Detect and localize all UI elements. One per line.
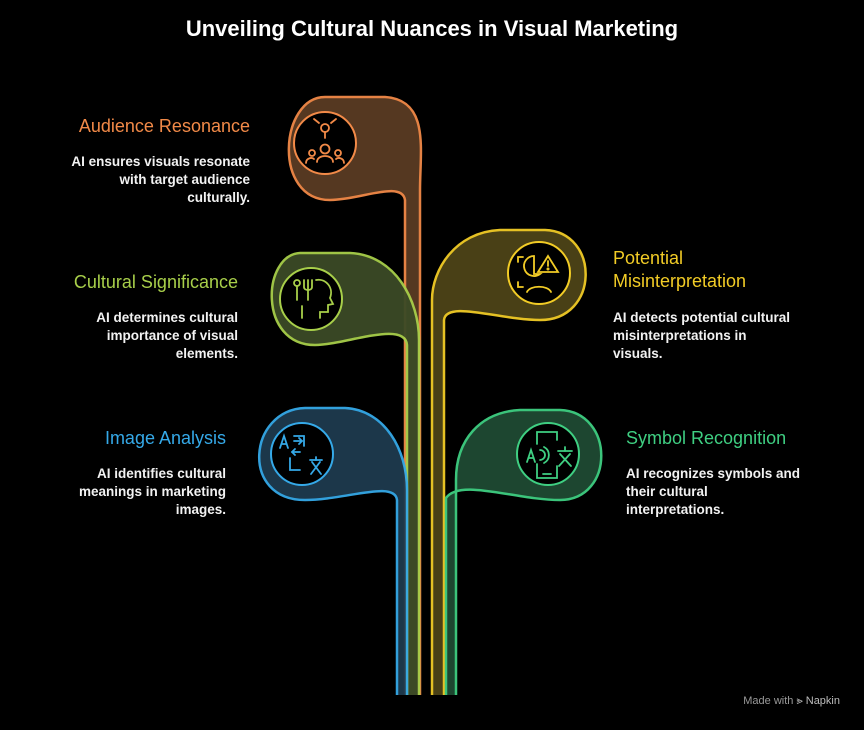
translate-scan-icon [279, 433, 323, 475]
branch-cultural-significance [270, 251, 421, 695]
cultural-significance-label: Cultural Significance [73, 272, 238, 292]
branch-image-analysis [258, 406, 409, 695]
audience-resonance-description: AI ensures visuals resonate with target … [71, 154, 250, 205]
head-thought-icon [293, 278, 335, 319]
symbol-recognition-label: Symbol Recognition [626, 428, 787, 448]
cultural-significance-description: AI determines cultural importance of vis… [96, 310, 238, 361]
branch-symbol-recognition [444, 408, 603, 695]
symbol-recognition-description: AI recognizes symbols and their cultural… [626, 466, 801, 517]
made-with-footer: Made with ⪢ Napkin [743, 695, 840, 708]
audience-icon-circle [293, 111, 357, 175]
branch-potential-misinterpretation [430, 228, 587, 695]
audience-group-icon [305, 118, 345, 164]
page-title: Unveiling Cultural Nuances in Visual Mar… [185, 16, 679, 41]
image-analysis-description: AI identifies cultural meanings in marke… [78, 466, 226, 517]
warning-analysis-icon [517, 254, 560, 293]
phone-translate-icon [526, 431, 573, 479]
made-with-text: Made with [743, 695, 794, 707]
potential-misinterpretation-label: Potential Misinterpretation [613, 248, 747, 291]
image-analysis-label: Image Analysis [104, 428, 226, 448]
napkin-logo-icon: ⪢ [796, 695, 803, 707]
brand-name: Napkin [805, 695, 840, 707]
audience-resonance-label: Audience Resonance [78, 116, 250, 136]
potential-misinterpretation-description: AI detects potential cultural misinterpr… [613, 310, 791, 361]
